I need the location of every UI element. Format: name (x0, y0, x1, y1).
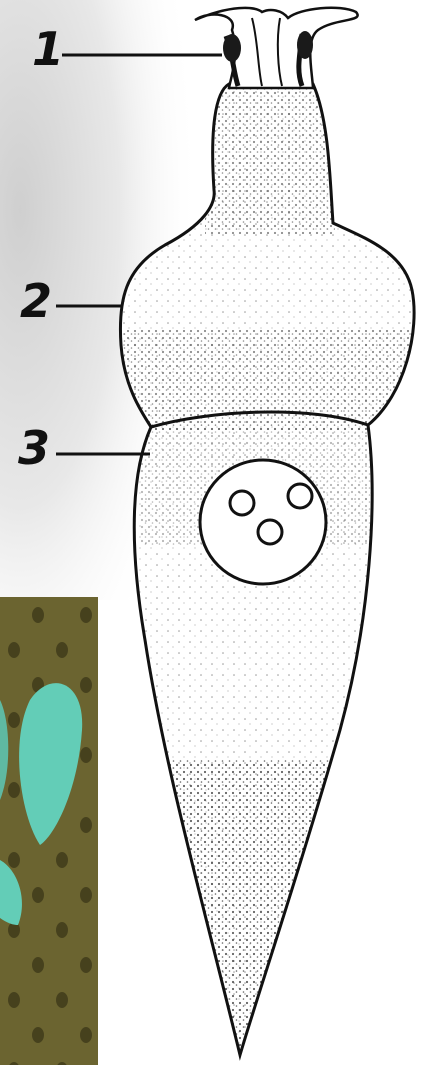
label-2: 2 (20, 278, 52, 324)
nucleolus (258, 520, 282, 544)
inset-photo (0, 597, 98, 1065)
apical-hook (195, 8, 358, 88)
label-3: 3 (18, 425, 50, 471)
label-1: 1 (32, 26, 64, 72)
nucleolus (230, 491, 254, 515)
nucleolus (288, 484, 312, 508)
